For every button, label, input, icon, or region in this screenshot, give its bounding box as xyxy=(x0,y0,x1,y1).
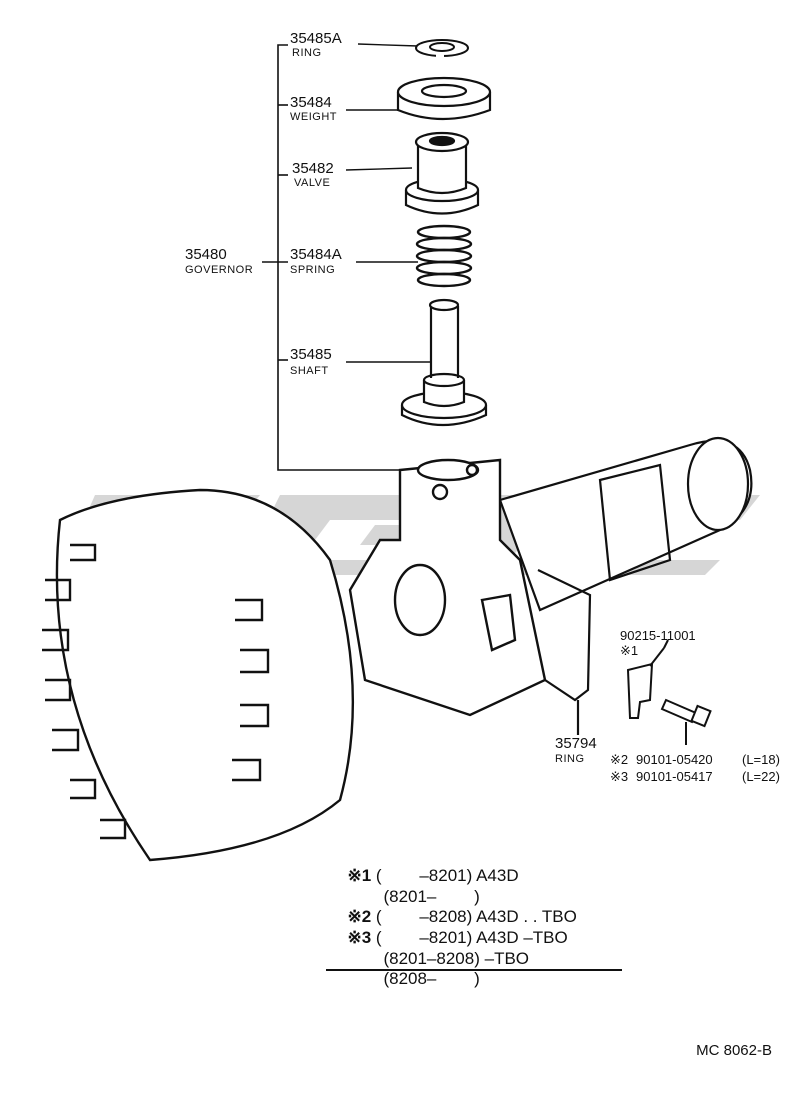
clip-mark: ※1 xyxy=(620,643,638,658)
governor-name: GOVERNOR xyxy=(185,264,253,276)
valve-name: VALVE xyxy=(294,177,330,189)
bolt1-length: (L=18) xyxy=(742,752,780,767)
wire-ring-part xyxy=(537,569,592,735)
note-row-4: ※3 ( –8201) A43D –TBO xyxy=(347,928,568,947)
governor-number: 35480 xyxy=(185,246,227,263)
ring-name: RING xyxy=(292,47,322,59)
wire-ring-number: 35794 xyxy=(555,735,597,752)
ring-number: 35485A xyxy=(290,30,342,47)
spring-number: 35484A xyxy=(290,246,342,263)
assembly-bracket xyxy=(262,44,400,471)
note-row-5: (8201–8208) –TBO xyxy=(383,949,530,968)
ring-part xyxy=(415,39,469,58)
spring-name: SPRING xyxy=(290,264,335,276)
diagram-code: MC 8062-B xyxy=(696,1042,772,1059)
spring-part xyxy=(415,224,473,288)
bolt1-mark: ※2 xyxy=(610,752,628,767)
bolt2-length: (L=22) xyxy=(742,769,780,784)
leader-lines xyxy=(345,43,430,363)
note-row-2: (8201– ) xyxy=(383,887,480,906)
bolt2-number: 90101-05417 xyxy=(636,769,713,784)
bolt2-mark: ※3 xyxy=(610,769,628,784)
note-row-3: ※2 ( –8208) A43D . . TBO xyxy=(347,907,577,926)
shaft-name: SHAFT xyxy=(290,365,329,377)
governor-body xyxy=(348,458,547,717)
bolt-part xyxy=(660,698,712,745)
drum-housing xyxy=(42,488,355,862)
output-shaft xyxy=(498,436,753,612)
part-labels: 35485A RING 35484 WEIGHT 35482 VALVE 354… xyxy=(185,30,780,784)
valve-number: 35482 xyxy=(292,160,334,177)
shaft-number: 35485 xyxy=(290,346,332,363)
clip-number: 90215-11001 xyxy=(620,628,696,643)
note-row-1: ※1 ( –8201) A43D xyxy=(347,866,519,885)
bolt1-number: 90101-05420 xyxy=(636,752,713,767)
valve-part xyxy=(404,131,480,215)
weight-number: 35484 xyxy=(290,94,332,111)
shaft-part xyxy=(400,298,488,427)
clip-part xyxy=(626,639,669,719)
weight-part xyxy=(396,76,492,121)
weight-name: WEIGHT xyxy=(290,111,337,123)
note-row-6: (8208– ) xyxy=(383,969,480,988)
wire-ring-name: RING xyxy=(555,753,585,765)
